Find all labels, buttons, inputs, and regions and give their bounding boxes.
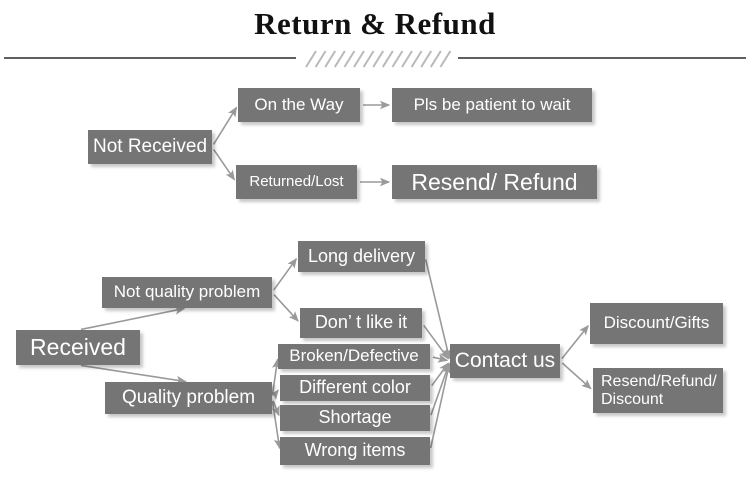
node-resend_refund[interactable]: Resend/ Refund (392, 165, 597, 199)
edge-quality-to-shortage (271, 400, 280, 417)
edge-different_color-to-contact_us (431, 362, 449, 387)
divider-rule-left (4, 57, 296, 59)
node-discount_gifts[interactable]: Discount/Gifts (590, 303, 723, 344)
divider-rule-right (458, 57, 746, 59)
node-broken_defective[interactable]: Broken/Defective (278, 344, 430, 369)
page-title: Return & Refund (254, 6, 496, 41)
edge-not_received-to-returned_lost (213, 149, 236, 181)
edge-not_received-to-on_the_way (212, 106, 238, 145)
edge-quality-to-wrong_items (271, 400, 283, 450)
edge-received-to-not_quality (80, 306, 186, 331)
edge-not_quality-to-long_delivery (273, 257, 297, 291)
node-received[interactable]: Received (16, 330, 140, 365)
node-on_the_way[interactable]: On the Way (238, 88, 360, 122)
node-not_quality[interactable]: Not quality problem (102, 277, 272, 308)
node-shortage[interactable]: Shortage (280, 405, 430, 431)
edge-wrong_items-to-contact_us (429, 362, 452, 449)
node-contact_us[interactable]: Contact us (450, 344, 560, 378)
edge-quality-to-different_color (269, 389, 279, 401)
node-different_color[interactable]: Different color (280, 375, 430, 401)
title-divider (0, 48, 750, 70)
node-dont_like_it[interactable]: Don’ t like it (300, 308, 422, 338)
diagonal-hatch-ornament-icon (305, 50, 452, 68)
node-resend_refund_disc[interactable]: Resend/Refund/ Discount (593, 368, 723, 413)
edge-received-to-quality (80, 364, 187, 385)
node-wrong_items[interactable]: Wrong items (280, 437, 430, 465)
node-long_delivery[interactable]: Long delivery (298, 241, 425, 272)
node-returned_lost[interactable]: Returned/Lost (236, 165, 357, 199)
edge-contact_us-to-discount_gifts (561, 324, 589, 360)
edge-not_quality-to-dont_like_it (273, 294, 299, 322)
node-not_received[interactable]: Not Received (88, 130, 212, 164)
edge-shortage-to-contact_us (430, 362, 451, 416)
node-pls_be_patient[interactable]: Pls be patient to wait (392, 88, 592, 122)
edge-broken_defective-to-contact_us (432, 354, 449, 363)
edge-contact_us-to-resend_refund_disc (561, 362, 592, 390)
node-quality[interactable]: Quality problem (105, 382, 272, 414)
edge-quality-to-broken_defective (271, 358, 281, 396)
